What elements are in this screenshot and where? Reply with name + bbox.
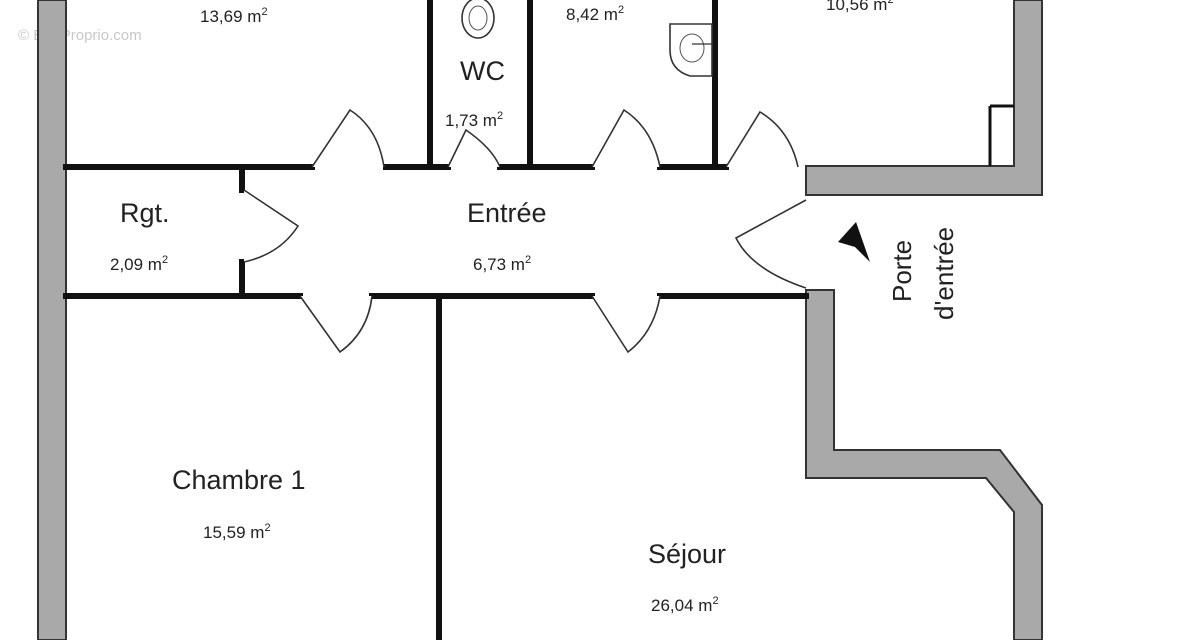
- left-exterior-wall: [37, 0, 67, 640]
- entrance-label-line1: Porte: [887, 240, 917, 302]
- room-area: 26,04 m2: [651, 595, 719, 615]
- room-bath: 8,42 m2: [566, 4, 624, 24]
- door-bath: [591, 108, 661, 168]
- room-name: Séjour: [648, 539, 726, 569]
- door-rgt: [243, 189, 300, 263]
- room-area: 6,73 m2: [473, 254, 531, 274]
- room-sejour: Séjour 26,04 m2: [648, 539, 726, 615]
- washbasin-icon: [669, 23, 713, 77]
- room-rgt: Rgt. 2,09 m2: [110, 198, 170, 274]
- room-area: 8,42 m2: [566, 4, 624, 24]
- room-area: 1,73 m2: [445, 110, 503, 130]
- door-entrance: [734, 199, 807, 289]
- interior-walls: [63, 0, 1014, 640]
- door-sejour: [591, 295, 661, 354]
- room-area: 2,09 m2: [110, 254, 168, 274]
- room-name: Rgt.: [120, 198, 170, 228]
- room-wc: WC 1,73 m2: [445, 56, 505, 130]
- entrance-arrow-icon: [838, 222, 870, 262]
- wc-toilet-icon: [461, 0, 495, 39]
- door-chambre1: [299, 295, 373, 354]
- right-exterior-wall: [805, 289, 1043, 640]
- room-area: 15,59 m2: [203, 522, 271, 542]
- room-area: 13,69 m2: [200, 6, 268, 26]
- room-chambre1: Chambre 1 15,59 m2: [172, 465, 306, 542]
- room-entree: Entrée 6,73 m2: [467, 198, 547, 274]
- room-top-right: 10,56 m2: [826, 0, 894, 14]
- door-top-left: [311, 108, 385, 168]
- door-wc: [447, 128, 501, 168]
- door-top-right: [725, 110, 799, 168]
- room-top-left: 13,69 m2: [200, 6, 268, 26]
- watermark: © EtreProprio.com: [18, 27, 142, 44]
- room-name: Entrée: [467, 198, 547, 228]
- room-name: WC: [460, 56, 505, 86]
- room-area: 10,56 m2: [826, 0, 894, 14]
- entrance-label-line2: d'entrée: [929, 227, 959, 320]
- top-right-exterior-wall: [805, 0, 1043, 196]
- room-name: Chambre 1: [172, 465, 306, 495]
- doors: [243, 108, 807, 354]
